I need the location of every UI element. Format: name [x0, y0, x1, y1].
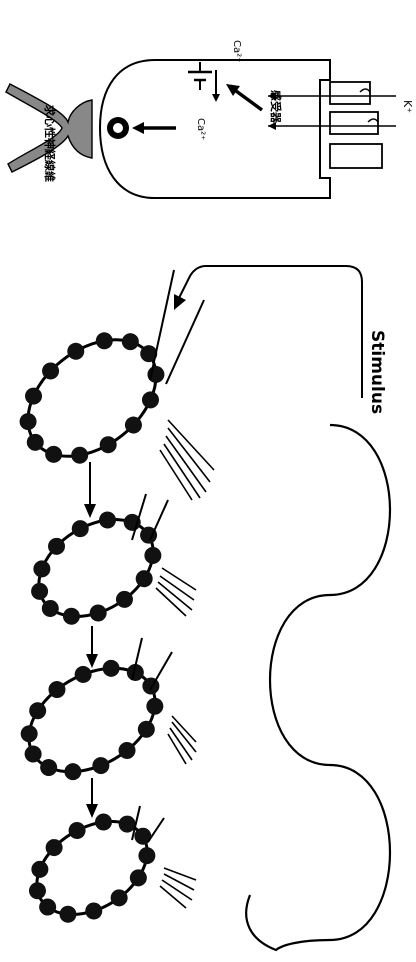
cilium-mark — [368, 119, 378, 122]
ca-arrowhead — [212, 94, 220, 102]
bead — [72, 663, 95, 686]
bead — [69, 517, 92, 540]
bead — [65, 819, 88, 842]
bead — [100, 657, 123, 680]
bead — [144, 363, 168, 387]
release-arrowhead — [132, 122, 144, 134]
bead — [18, 722, 41, 745]
bead — [139, 388, 163, 412]
ring-outline — [11, 647, 174, 793]
ca-right-label: Ca²⁺ — [195, 118, 206, 140]
bead — [132, 567, 155, 590]
kinocilium — [150, 652, 172, 690]
rings-layer — [0, 305, 189, 944]
bead — [60, 605, 83, 628]
stimulus-pointer-line — [178, 266, 362, 398]
bead — [96, 433, 120, 457]
bead — [118, 330, 142, 354]
kinocilium — [150, 500, 168, 540]
bead — [56, 903, 79, 926]
bead — [135, 718, 158, 741]
bead — [16, 410, 40, 434]
signal-arrow — [232, 88, 262, 110]
bead — [92, 810, 115, 833]
bead — [86, 601, 109, 624]
cilium-mark — [360, 89, 370, 92]
synaptic-vesicle-core — [113, 123, 123, 133]
ca-top-label: Ca²⁺ — [231, 40, 242, 62]
bead — [30, 557, 53, 580]
stereocilia-fan — [168, 716, 196, 764]
bead — [135, 844, 158, 867]
sequence-arrowhead — [84, 504, 96, 518]
cilium-box — [330, 144, 382, 168]
bead — [22, 384, 46, 408]
bead — [143, 695, 166, 718]
kinocilium — [148, 818, 164, 842]
kinocilium — [150, 270, 174, 380]
stimulus-label: Stimulus — [367, 330, 387, 414]
bead — [64, 339, 88, 363]
cilium-box — [330, 112, 378, 134]
bead — [82, 899, 105, 922]
bead — [92, 329, 116, 353]
k-label: K⁺ — [401, 100, 414, 113]
stereocilia-fan — [156, 568, 196, 616]
bead — [26, 699, 49, 722]
bead — [127, 866, 150, 889]
bead — [96, 508, 119, 531]
kinocilium — [166, 300, 204, 384]
cilium-box — [330, 82, 370, 104]
sine-wave — [246, 425, 390, 950]
sequence-arrowhead — [86, 804, 98, 818]
bead — [37, 756, 60, 779]
bead — [141, 544, 164, 567]
afferent-fiber-label: 求心性神経線維 — [43, 105, 57, 182]
bead — [42, 442, 66, 466]
bead — [28, 580, 51, 603]
sequence-arrowhead — [86, 654, 98, 668]
bead — [89, 754, 112, 777]
bead — [61, 760, 84, 783]
k-arrowhead — [268, 122, 276, 130]
receptor-cell-schematic: K⁺ Ca²⁺ Ca²⁺ 感受器 求心性神経線維 — [6, 40, 414, 198]
stimulus-waveform: Stimulus — [174, 266, 390, 950]
bead-ring — [11, 488, 182, 647]
bead — [28, 858, 51, 881]
receptor-label: 感受器 — [269, 90, 283, 124]
bead — [68, 443, 92, 467]
stereocilia-fan — [160, 420, 214, 500]
stereocilia-fan — [160, 868, 196, 908]
